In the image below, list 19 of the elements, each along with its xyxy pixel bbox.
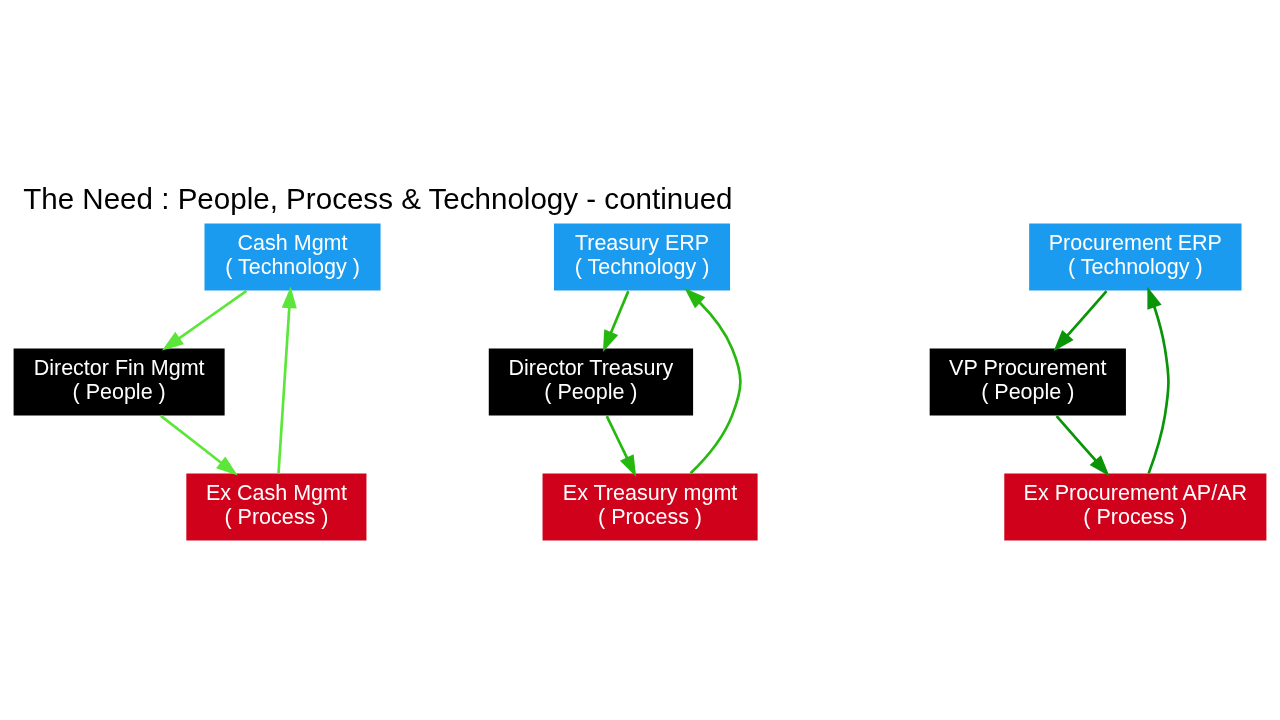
node-box: Ex Procurement AP/AR ( Process ) (1004, 472, 1267, 541)
node-box: Director Treasury ( People ) (488, 347, 694, 416)
diagram-title: The Need : People, Process & Technology - continued (23, 181, 733, 215)
arrow (1055, 414, 1110, 476)
node-box: Cash Mgmt ( Technology ) (204, 222, 381, 291)
arrow (1147, 286, 1170, 474)
arrow (602, 290, 630, 352)
arrow (162, 289, 248, 350)
arrow (684, 287, 742, 474)
arrow (1053, 289, 1108, 351)
node-box: Treasury ERP ( Technology ) (553, 222, 731, 291)
node-box: Ex Treasury mgmt ( Process ) (542, 472, 758, 541)
node-box: VP Procurement ( People ) (929, 347, 1126, 416)
node-box: Procurement ERP ( Technology ) (1029, 222, 1242, 291)
node-box: Ex Cash Mgmt ( Process ) (186, 472, 367, 541)
arrow (605, 415, 637, 477)
arrow (277, 286, 297, 473)
node-box: Director Fin Mgmt ( People ) (13, 347, 225, 416)
arrow (160, 414, 238, 476)
